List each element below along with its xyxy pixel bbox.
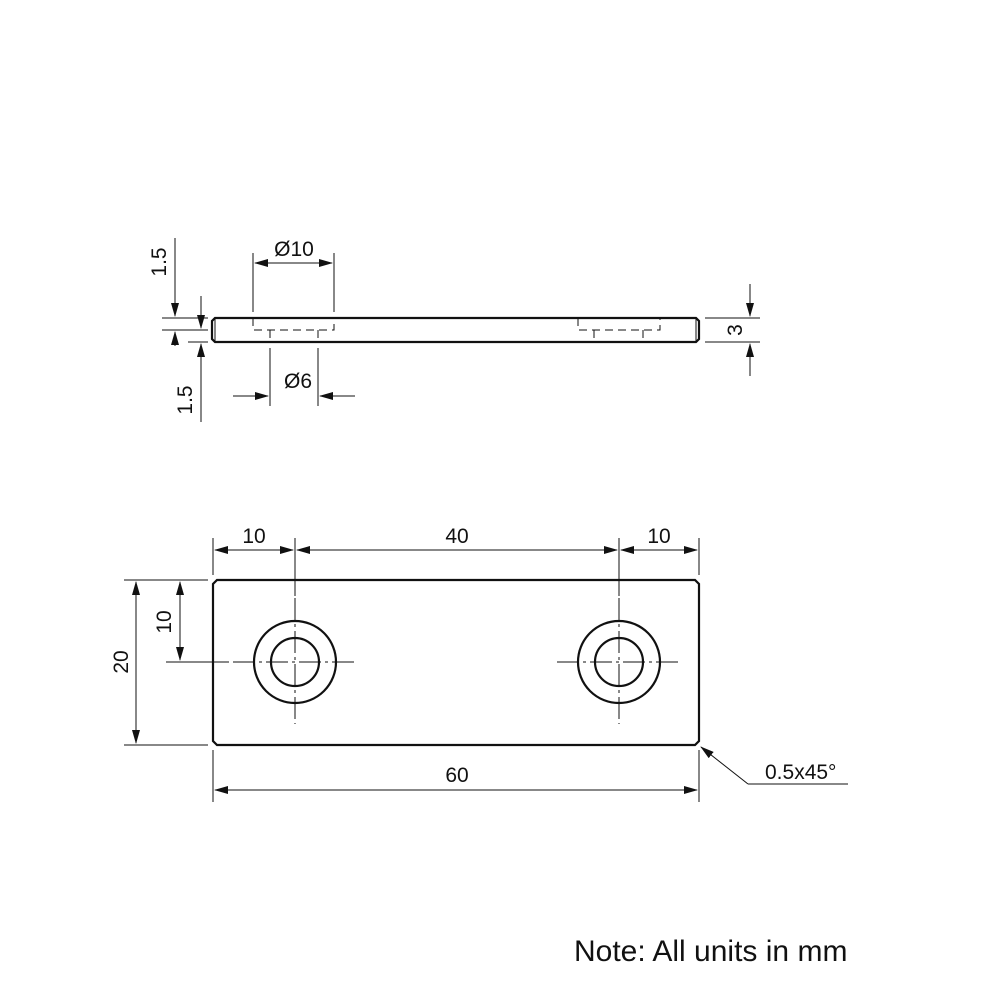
left-margin-label: 10: [242, 525, 265, 548]
right-counterbore-hidden: [577, 318, 661, 331]
counterbore-diameter-label: Ø10: [274, 238, 314, 261]
right-margin-label: 10: [647, 525, 670, 548]
height-dimension: 20: [110, 579, 208, 746]
bottom-offset-dimension: 1.5: [174, 296, 208, 422]
top-view: 10 40 10 10 20 60 0.5x45°: [110, 525, 848, 802]
hole-height-dimension: 10: [153, 581, 229, 663]
chamfer-callout: 0.5x45°: [700, 746, 848, 785]
top-offset-label: 1.5: [148, 247, 171, 276]
hole-height-label: 10: [153, 610, 176, 633]
side-view: Ø10 Ø6 1.5 1.5: [148, 238, 760, 422]
hole-diameter-label: Ø6: [284, 370, 312, 393]
units-note: Note: All units in mm: [574, 935, 847, 968]
chamfer-label: 0.5x45°: [765, 761, 836, 784]
thickness-label: 3: [724, 324, 747, 336]
left-counterbore-hidden: [252, 318, 335, 331]
hole-spacing-label: 40: [445, 525, 468, 548]
thickness-dimension: 3: [705, 284, 760, 376]
top-view-plate-outline: [211, 578, 701, 747]
height-label: 20: [110, 650, 133, 673]
length-label: 60: [445, 764, 468, 787]
right-hole: [557, 598, 681, 724]
length-dimension: 60: [212, 750, 700, 802]
counterbore-diameter-dimension: Ø10: [252, 238, 335, 312]
hole-diameter-dimension: Ø6: [233, 348, 355, 406]
top-offset-dimension: 1.5: [148, 238, 208, 346]
left-hole-hidden: [269, 330, 319, 342]
horizontal-chain-dimensions: 10 40 10: [212, 525, 700, 596]
bottom-offset-label: 1.5: [174, 385, 197, 414]
left-hole: [233, 598, 357, 724]
right-hole-hidden: [593, 330, 644, 342]
